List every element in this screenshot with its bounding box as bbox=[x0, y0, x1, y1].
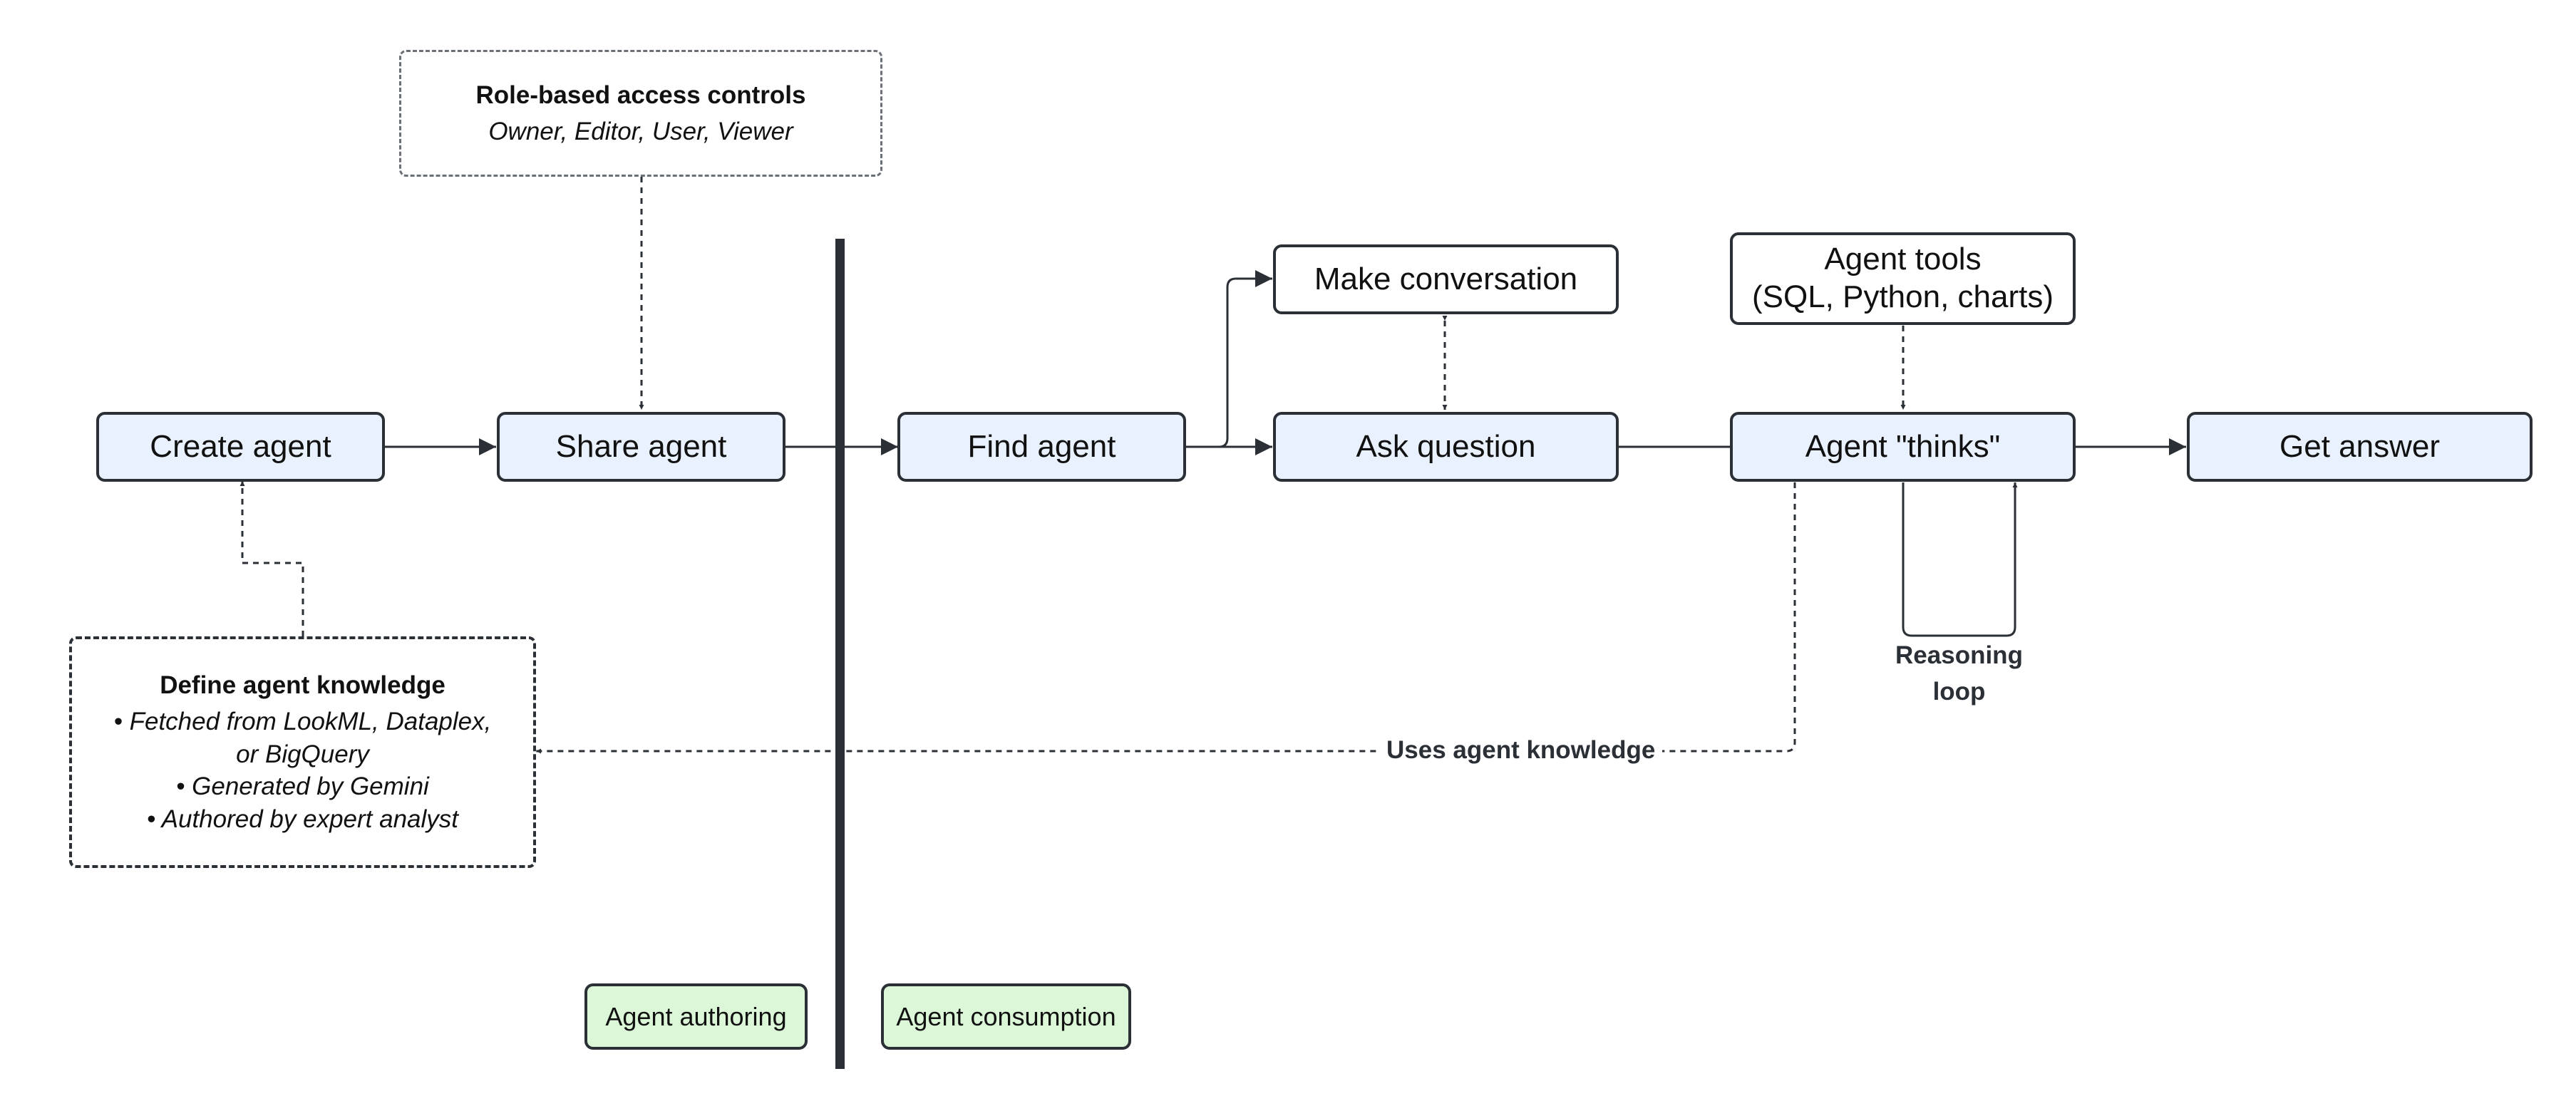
get-answer-node: Get answer bbox=[2187, 412, 2533, 482]
reasoning-label-line2: loop bbox=[1932, 677, 1986, 706]
access-controls-roles: Owner, Editor, User, Viewer bbox=[488, 118, 793, 145]
share-agent-node: Share agent bbox=[497, 412, 785, 482]
legend-agent-authoring: Agent authoring bbox=[584, 983, 808, 1050]
agent-tools-title: Agent tools bbox=[1824, 242, 1982, 277]
make-conversation-node: Make conversation bbox=[1273, 244, 1619, 314]
legend-agent-consumption: Agent consumption bbox=[881, 983, 1131, 1050]
agent-thinks-node: Agent "thinks" bbox=[1730, 412, 2076, 482]
arrow-uses-knowledge bbox=[536, 477, 1798, 754]
ask-question-label: Ask question bbox=[1356, 428, 1536, 464]
access-controls-note: Role-based access controls Owner, Editor… bbox=[399, 50, 882, 177]
knowledge-generated-item: • Generated by Gemini bbox=[176, 772, 429, 801]
find-agent-node: Find agent bbox=[897, 412, 1186, 482]
arrow-reasoning-loop bbox=[1902, 482, 2018, 637]
find-agent-label: Find agent bbox=[967, 428, 1116, 464]
knowledge-source-item-cont: or BigQuery bbox=[236, 740, 369, 768]
section-divider bbox=[835, 239, 845, 1069]
share-agent-label: Share agent bbox=[555, 428, 727, 464]
agent-tools-list: (SQL, Python, charts) bbox=[1751, 279, 2054, 314]
get-answer-label: Get answer bbox=[2279, 428, 2440, 464]
agent-knowledge-note: Define agent knowledge • Fetched from Lo… bbox=[69, 636, 536, 868]
knowledge-authored-item: • Authored by expert analyst bbox=[146, 805, 459, 833]
arrow-knowledge-to-create bbox=[239, 481, 304, 636]
ask-question-node: Ask question bbox=[1273, 412, 1619, 482]
create-agent-node: Create agent bbox=[96, 412, 385, 482]
access-controls-title: Role-based access controls bbox=[475, 81, 806, 109]
reasoning-label-line1: Reasoning bbox=[1895, 641, 2023, 669]
agent-knowledge-title: Define agent knowledge bbox=[160, 671, 445, 699]
arrow-find-to-conversation bbox=[1185, 270, 1272, 448]
agent-thinks-label: Agent "thinks" bbox=[1805, 428, 2001, 464]
legend-authoring-label: Agent authoring bbox=[605, 1001, 787, 1031]
agent-tools-node: Agent tools (SQL, Python, charts) bbox=[1730, 232, 2076, 325]
create-agent-label: Create agent bbox=[150, 428, 331, 464]
knowledge-source-item: • Fetched from LookML, Dataplex, bbox=[113, 708, 492, 736]
legend-consumption-label: Agent consumption bbox=[896, 1001, 1116, 1031]
uses-knowledge-label: Uses agent knowledge bbox=[1379, 733, 1663, 769]
reasoning-loop-label: Reasoning loop bbox=[1882, 638, 2036, 710]
make-conversation-label: Make conversation bbox=[1314, 261, 1578, 296]
